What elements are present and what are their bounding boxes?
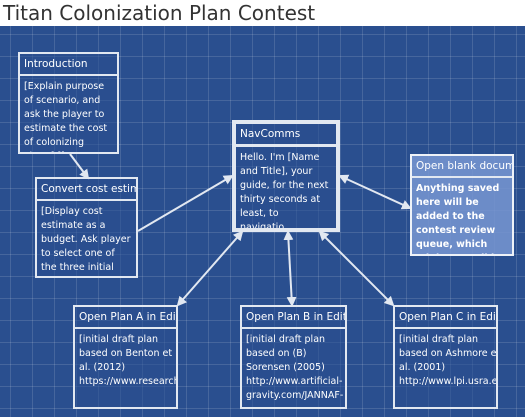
passage-title: NavComms [236,124,336,147]
passage-title: Open Plan B in Editor [242,307,345,329]
link-navcomms-plan-c [318,230,395,307]
link-navcomms-plan-b [283,230,297,307]
passage-title: Open blank document [412,156,512,178]
passage-excerpt: [initial draft plan based on (B) Sorense… [242,329,345,403]
excerpt-line: based on (B) [246,348,307,359]
link-navcomms-blank [338,174,412,210]
excerpt-line: http://www.artificial- [246,376,343,387]
passage-title: Open Plan A in Editor [75,307,176,329]
excerpt-line: gravity.com/JANNAF- [246,390,344,401]
excerpt-line: Sorensen (2005) [246,362,325,373]
passage-plan-c[interactable]: Open Plan C in Editor [initial draft pla… [393,305,498,409]
passage-title: Convert cost estimate [37,179,136,201]
excerpt-line: https://www.researchgate [79,376,176,387]
passage-title: Open Plan C in Editor [395,307,496,329]
excerpt-line: based on Benton et [79,348,173,359]
story-map-canvas[interactable]: Introduction [Explain purpose of scenari… [0,26,525,417]
passage-links [69,153,412,307]
passage-excerpt: [Explain purpose of scenario, and ask th… [24,81,108,152]
passage-convert-cost[interactable]: Convert cost estimate [Display cost esti… [35,177,138,278]
excerpt-line: [initial draft plan [399,334,479,345]
passage-introduction[interactable]: Introduction [Explain purpose of scenari… [18,52,119,154]
passage-plan-a[interactable]: Open Plan A in Editor [initial draft pla… [73,305,178,409]
passage-plan-b[interactable]: Open Plan B in Editor [initial draft pla… [240,305,347,409]
link-convert-to-navcomms [137,174,234,232]
excerpt-line: al. (2001) [399,362,446,373]
passage-title: Introduction [20,54,117,76]
passage-navcomms[interactable]: NavComms Hello. I'm [Name and Title], yo… [232,120,340,232]
excerpt-line: http://www.lpi.usra.edu [399,376,498,387]
passage-excerpt: Hello. I'm [Name and Title], your guide,… [240,152,329,232]
excerpt-line: based on Ashmore et [399,348,498,359]
passage-excerpt: [initial draft plan based on Ashmore et … [395,329,496,389]
passage-excerpt: Anything saved here will be added to the… [416,183,504,254]
excerpt-line: al. (2012) [79,362,126,373]
link-intro-to-convert [69,153,90,180]
passage-excerpt: [initial draft plan based on Benton et a… [75,329,176,389]
excerpt-line: [initial draft plan [79,334,159,345]
passage-open-blank[interactable]: Open blank document Anything saved here … [410,154,514,256]
passage-excerpt: [Display cost estimate as a budget. Ask … [41,206,131,273]
link-navcomms-plan-a [176,230,244,307]
excerpt-line: [initial draft plan [246,334,326,345]
page-title: Titan Colonization Plan Contest [3,1,316,25]
